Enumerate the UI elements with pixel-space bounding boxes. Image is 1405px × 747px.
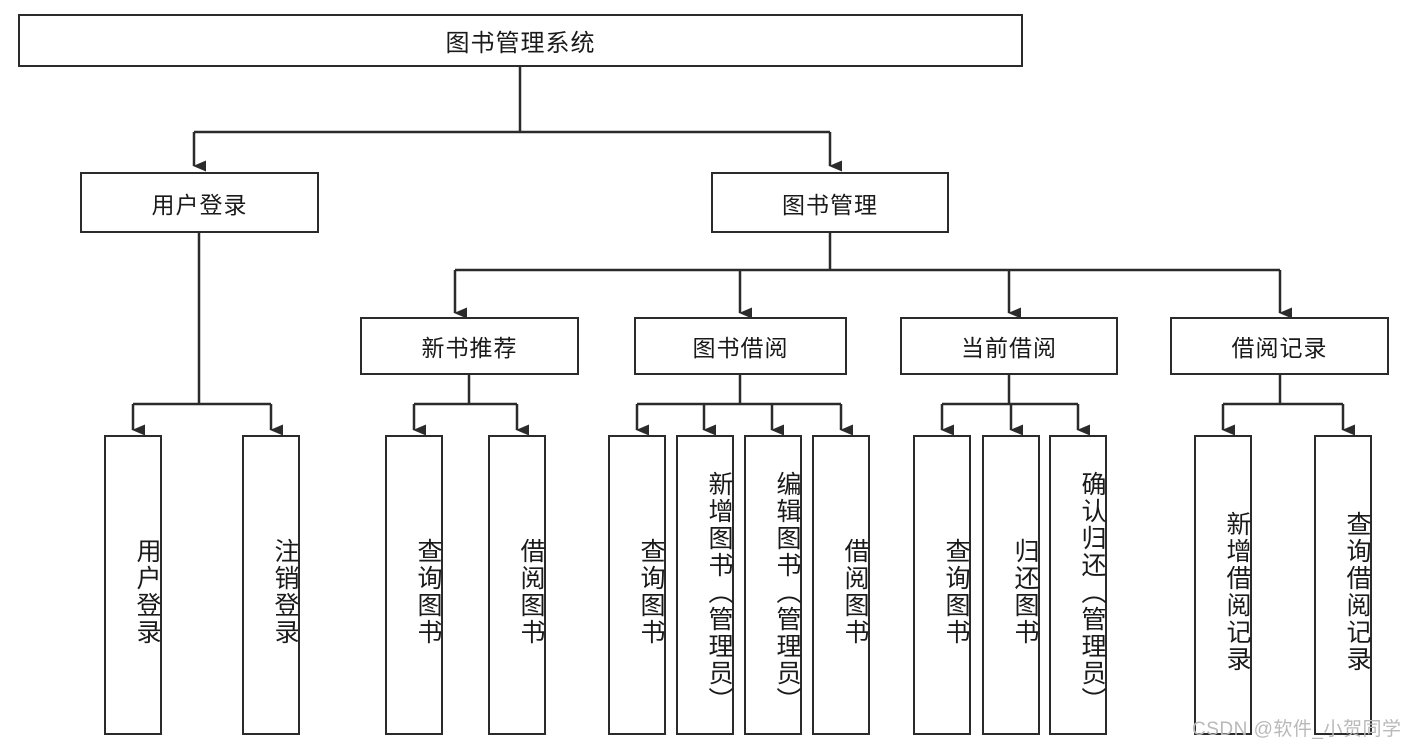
node-leaf-query-book-new[interactable]: 查询图书	[385, 435, 443, 735]
node-borrowing-records[interactable]: 借阅记录	[1170, 317, 1389, 375]
node-leaf-query-book-borrow[interactable]: 查询图书	[608, 435, 666, 735]
node-label: 借阅图书	[841, 538, 869, 646]
node-label: 图书管理系统	[445, 30, 596, 57]
node-label: 确认归还（管理员）	[1078, 470, 1106, 714]
node-label: 图书管理	[782, 191, 878, 218]
node-label: 借阅记录	[1231, 335, 1328, 361]
node-leaf-borrow-book-borrow[interactable]: 借阅图书	[812, 435, 870, 735]
node-label: 用户登录	[151, 191, 248, 218]
node-leaf-borrow-book-new[interactable]: 借阅图书	[488, 435, 546, 735]
node-label: 编辑图书（管理员）	[773, 470, 801, 714]
node-user-login[interactable]: 用户登录	[80, 172, 319, 233]
node-label: 注销登录	[271, 538, 299, 646]
node-leaf-add-book-admin[interactable]: 新增图书（管理员）	[676, 435, 734, 735]
node-label: 新书推荐	[421, 335, 518, 361]
node-label: 查询图书	[414, 538, 442, 646]
node-label: 借阅图书	[517, 538, 545, 646]
node-label: 用户登录	[133, 538, 161, 646]
node-label: 新增借阅记录	[1223, 511, 1251, 673]
node-label: 图书借阅	[692, 335, 789, 361]
node-label: 新增图书（管理员）	[705, 470, 733, 714]
node-leaf-query-book-current[interactable]: 查询图书	[913, 435, 971, 735]
node-leaf-add-borrow-record[interactable]: 新增借阅记录	[1194, 435, 1252, 735]
node-leaf-edit-book-admin[interactable]: 编辑图书（管理员）	[744, 435, 802, 735]
node-new-book-recommendation[interactable]: 新书推荐	[360, 317, 579, 375]
node-root-book-management-system[interactable]: 图书管理系统	[18, 14, 1023, 67]
node-current-borrowing[interactable]: 当前借阅	[900, 317, 1118, 375]
node-leaf-query-borrow-record[interactable]: 查询借阅记录	[1314, 435, 1372, 735]
node-label: 查询图书	[942, 538, 970, 646]
node-leaf-confirm-return-admin[interactable]: 确认归还（管理员）	[1049, 435, 1107, 735]
node-label: 归还图书	[1011, 538, 1039, 646]
node-label: 当前借阅	[961, 335, 1057, 361]
node-leaf-user-login[interactable]: 用户登录	[104, 435, 162, 735]
node-book-borrowing[interactable]: 图书借阅	[634, 317, 847, 375]
node-leaf-logout[interactable]: 注销登录	[242, 435, 300, 735]
csdn-watermark: CSDN @软件_小贺同学	[1192, 719, 1402, 740]
node-label: 查询借阅记录	[1343, 511, 1371, 673]
node-leaf-return-book[interactable]: 归还图书	[982, 435, 1040, 735]
node-label: 查询图书	[637, 538, 665, 646]
node-book-management[interactable]: 图书管理	[711, 172, 949, 233]
